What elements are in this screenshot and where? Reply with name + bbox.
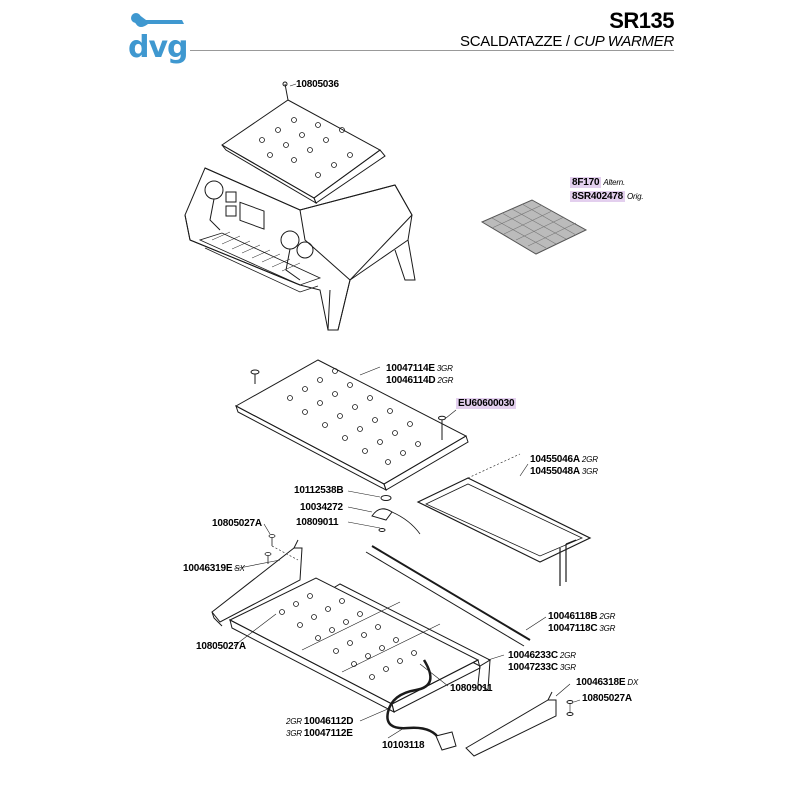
dvg-logo-icon: [131, 13, 184, 27]
leader-lines: [233, 83, 581, 739]
part-label-10805027a-mid: 10805027A: [196, 641, 246, 652]
part-label-10805036: 10805036: [296, 79, 339, 90]
machine-overview: [184, 81, 416, 331]
top-plate: [234, 359, 469, 492]
part-label-10034272: 10034272: [300, 502, 343, 513]
model-code: SR135: [609, 8, 674, 33]
part-label-eu60600030: EU60600030: [456, 398, 517, 409]
part-label-10805027a-left: 10805027A: [212, 518, 262, 529]
heating-element: [416, 453, 592, 586]
header-divider: [190, 50, 674, 51]
part-label-10809011-top: 10809011: [296, 517, 339, 528]
mesh-mat: [480, 199, 588, 255]
right-bracket: [465, 691, 574, 757]
part-label-10805027a-right: 10805027A: [582, 693, 632, 704]
bottom-tray: [228, 577, 481, 713]
part-label-10112538b: 10112538B: [294, 485, 344, 496]
thermostat-parts: [371, 495, 421, 535]
brand-name: dvg: [128, 30, 189, 65]
subtitle-english: CUP WARMER: [573, 33, 675, 50]
subtitle-italian: SCALDATAZZE /: [460, 33, 570, 50]
page-subtitle: SCALDATAZZE / CUP WARMER: [460, 33, 674, 50]
part-label-10103118: 10103118: [382, 740, 425, 751]
power-cable: [386, 659, 457, 751]
part-label-10809011-bottom: 10809011: [450, 683, 493, 694]
left-bracket: [211, 534, 303, 627]
